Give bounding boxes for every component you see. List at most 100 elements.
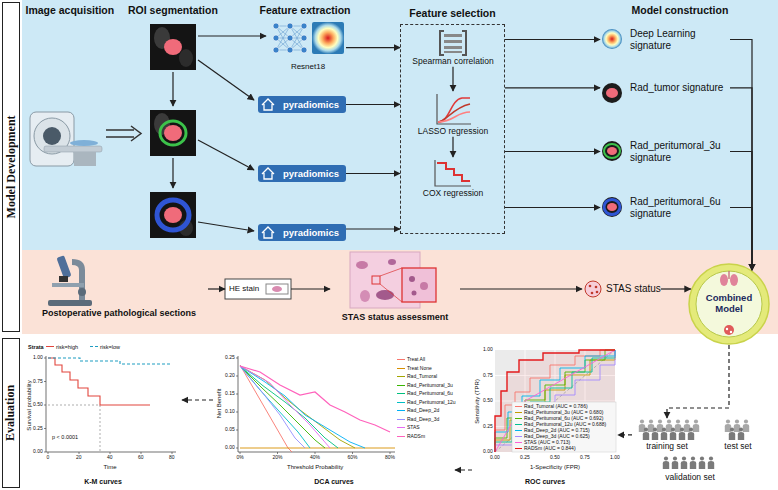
signature-icon	[606, 88, 618, 98]
signature-icon	[604, 144, 620, 158]
node-text: Rad_tumor signature	[630, 82, 730, 94]
legend-text: Rad_Peritumoral_12u	[407, 400, 456, 406]
connector	[730, 208, 752, 271]
roi-image	[160, 121, 186, 145]
legend-sample	[397, 436, 405, 437]
histology-image	[376, 290, 394, 300]
roc-plot	[495, 350, 615, 452]
microscope	[48, 300, 92, 306]
double-arrow	[106, 126, 141, 141]
cox-icon	[435, 160, 471, 186]
node-text: Resnet18	[270, 62, 346, 71]
node-text: Combined Model	[700, 293, 758, 315]
chart-text: 0.00	[33, 449, 43, 455]
connector	[667, 345, 729, 418]
node-text: pyradiomics	[276, 224, 346, 241]
roi-image	[164, 125, 182, 141]
signature-box: Rad_peritumoral_6u signature	[600, 196, 730, 219]
chart-text: 40%	[310, 455, 320, 461]
double-arrow	[106, 130, 134, 137]
he-stain-box	[266, 284, 288, 294]
legend-sample	[515, 430, 522, 431]
connector	[505, 151, 600, 152]
connector	[730, 88, 752, 270]
connector	[618, 434, 632, 435]
roc-plot	[495, 350, 615, 452]
dca-plot	[236, 356, 395, 454]
dca-plot	[240, 366, 365, 448]
network-image	[273, 22, 344, 54]
method-box: COX regression	[405, 157, 501, 199]
signature-icon	[607, 203, 617, 211]
flow-arrow	[198, 60, 254, 100]
model-circle: Combined Model	[688, 263, 770, 345]
connector	[346, 47, 400, 48]
legend-text: Rad_Deep_3d (AUC = 0.625)	[524, 434, 590, 440]
histology-image	[350, 252, 436, 308]
connector	[505, 87, 600, 88]
flow-arrow	[198, 35, 266, 36]
legend-text: Rad_Deep_2d	[407, 408, 439, 414]
tool-logo: pyradiomics	[258, 165, 346, 182]
network-image	[312, 22, 344, 54]
signature-icon	[602, 29, 622, 217]
people-icon	[679, 427, 685, 439]
stas-icon	[585, 281, 601, 297]
network-image	[273, 35, 279, 41]
lasso-icon	[438, 112, 470, 122]
band-backgrounds	[22, 250, 778, 334]
chart-text: 20%	[273, 455, 283, 461]
ct-scanner	[30, 112, 102, 166]
he-stain-box	[225, 279, 291, 299]
roc-plot	[512, 402, 616, 452]
lasso-icon	[437, 94, 471, 124]
chart-text: 0.75	[580, 455, 590, 461]
dca-plot	[240, 366, 330, 448]
roi-image	[164, 207, 182, 223]
histology-image	[420, 282, 428, 290]
dca-plot	[236, 358, 390, 454]
chart-text: 0.75	[33, 379, 43, 385]
combined-circle	[720, 274, 728, 286]
node-text: Deep Learning signature	[630, 28, 730, 51]
model-box: Resnet18	[270, 14, 346, 71]
dca-plot	[240, 365, 292, 452]
connector	[505, 207, 600, 208]
connector	[182, 399, 213, 400]
flow-arrow	[173, 36, 266, 231]
people-icon	[699, 456, 705, 468]
roc-plot	[495, 350, 615, 452]
histology-image	[388, 259, 396, 265]
chart-text: 0.75	[483, 373, 493, 379]
km-plot	[48, 358, 150, 405]
chart-text: 0.20	[225, 373, 235, 379]
section-label: Model Development	[2, 2, 20, 332]
node-text: Spearman correlation	[405, 57, 501, 67]
roi-image	[179, 49, 193, 67]
legend-text: Rad_Peritumoral_6u	[407, 391, 453, 397]
legend-sample	[397, 359, 405, 360]
chart-text: 0.10	[225, 409, 235, 415]
legend-text: Treat None	[407, 366, 432, 372]
he-stain-box	[272, 286, 282, 292]
roc-plot	[495, 350, 615, 452]
chart-text: 0.50	[33, 402, 43, 408]
people-icon	[693, 419, 699, 431]
node-text: Evaluation	[4, 385, 18, 441]
roi-image	[157, 200, 189, 230]
connector	[452, 137, 453, 157]
network-image	[273, 23, 307, 53]
km-plot	[46, 356, 176, 452]
km-plot	[44, 358, 172, 454]
network-image	[301, 35, 307, 41]
ct-scanner	[70, 140, 98, 146]
signature-icon	[604, 200, 620, 215]
chart-text: 40	[107, 455, 113, 461]
roi-image	[150, 24, 196, 238]
chart-text: 0.00	[225, 445, 235, 451]
combined-circle	[696, 271, 762, 337]
node-text: Postoperative pathological sections	[30, 308, 208, 318]
chart-text: 0.00	[483, 449, 493, 455]
combined-circle	[730, 274, 738, 286]
dca-plot	[238, 356, 395, 452]
